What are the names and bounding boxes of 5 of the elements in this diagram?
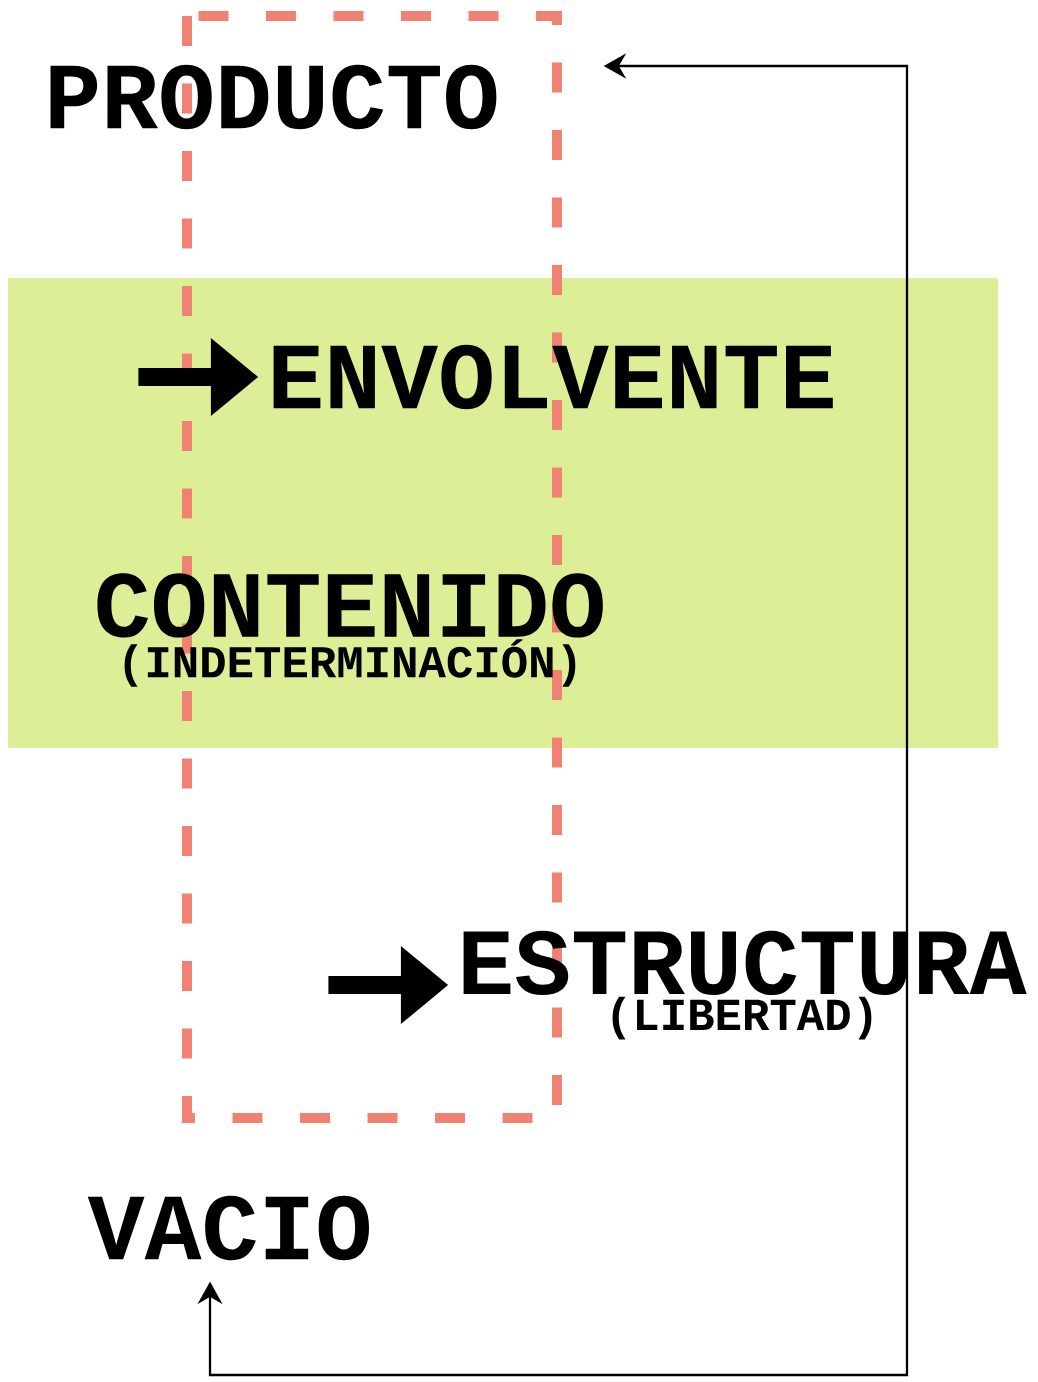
word-label: PRODUCTO bbox=[50, 64, 497, 130]
word-label: ENVOLVENTE bbox=[273, 344, 833, 410]
word-label: VACIO bbox=[87, 1195, 369, 1261]
band bbox=[8, 278, 998, 748]
term-label: CONTENIDO (INDETERMINACIÓN) bbox=[97, 573, 603, 687]
